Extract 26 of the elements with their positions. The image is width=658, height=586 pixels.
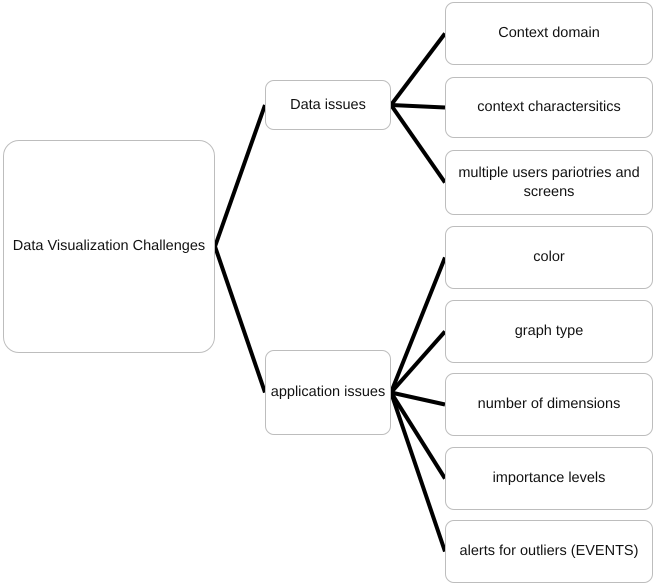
topic-label: context charactersitics (477, 98, 621, 117)
topic-label: importance levels (492, 469, 606, 488)
topic-box (445, 2, 653, 65)
topic-label: multiple users pariotries and screens (457, 164, 641, 202)
topic-label: graph type (514, 322, 584, 341)
topic-box (445, 150, 653, 215)
topic-label: number of dimensions (478, 395, 620, 414)
topic-box (265, 350, 391, 435)
topic-label: application issues (270, 383, 386, 402)
topic-box (445, 300, 653, 363)
topic-box (445, 77, 653, 138)
connector-line (390, 103, 446, 110)
connector-line (213, 104, 267, 248)
connector-line (213, 246, 267, 394)
topic-box (3, 140, 215, 353)
topic-box (445, 226, 653, 289)
topic-box (265, 80, 391, 130)
topic-box (445, 447, 653, 510)
connector-line (390, 390, 446, 406)
topic-label: Data Visualization Challenges (12, 237, 206, 256)
topic-label: Context domain (498, 24, 600, 43)
topic-box (445, 373, 653, 436)
topic-label: alerts for outliers (EVENTS) (460, 542, 638, 561)
topic-label: Data issues (290, 96, 366, 114)
topic-box (445, 520, 653, 583)
topic-label: color (533, 248, 565, 267)
